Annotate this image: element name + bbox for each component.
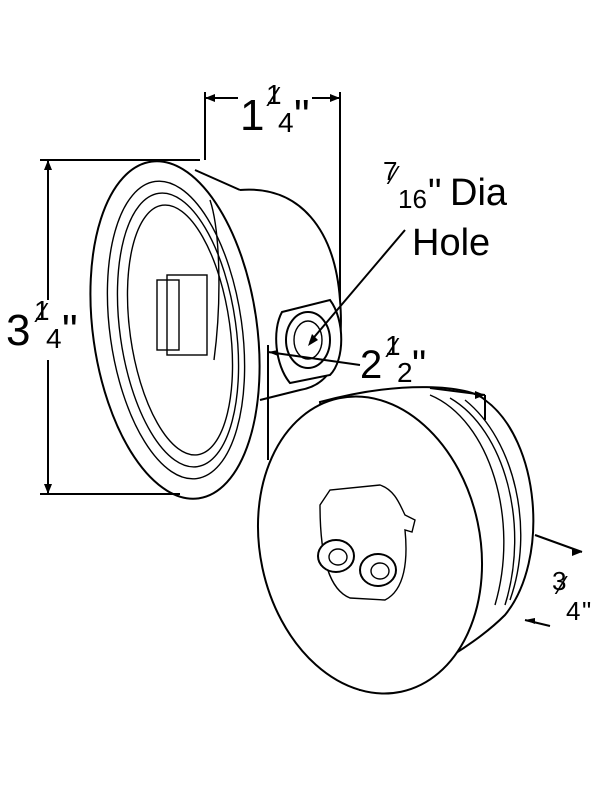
terminal-pin: [317, 539, 355, 573]
mounting-hole: [285, 311, 331, 369]
grommet-outer-ring: [89, 160, 261, 500]
dimension-lines: [40, 92, 583, 627]
svg-text:1: 1: [240, 91, 264, 140]
svg-text:3: 3: [6, 306, 30, 355]
svg-text:16: 16: [398, 184, 427, 214]
svg-text:": ": [62, 306, 78, 355]
svg-text:2: 2: [360, 343, 382, 387]
grommet-body: [89, 160, 343, 500]
svg-text:": ": [412, 343, 426, 387]
svg-text:Hole: Hole: [412, 222, 490, 264]
round-lamp: [256, 386, 535, 695]
svg-text:1: 1: [385, 330, 401, 361]
terminal-pin: [359, 553, 397, 587]
svg-text:4: 4: [46, 323, 62, 354]
svg-text:2: 2: [397, 357, 413, 388]
svg-text:": ": [428, 172, 442, 214]
svg-text:4: 4: [278, 107, 294, 138]
svg-text:3: 3: [552, 566, 566, 596]
dim-label-height-left: 3 1 ⁄ 4 ": [6, 295, 78, 355]
svg-text:Dia: Dia: [450, 172, 508, 214]
dim-label-lamp-depth: 3 ⁄ 4 ": [552, 566, 591, 626]
svg-text:1: 1: [34, 295, 50, 326]
svg-text:4: 4: [566, 596, 580, 626]
svg-text:": ": [582, 596, 591, 626]
svg-text:7: 7: [383, 156, 397, 186]
svg-text:": ": [294, 91, 310, 140]
dim-label-diameter: 2 1 ⁄ 2 ": [360, 330, 426, 388]
svg-text:1: 1: [266, 79, 282, 110]
dim-label-depth-top: 1 1 ⁄ 4 ": [240, 79, 310, 140]
lamp-face: [256, 395, 484, 695]
hole-label: 7 ⁄ 16 " Dia Hole: [383, 156, 508, 264]
